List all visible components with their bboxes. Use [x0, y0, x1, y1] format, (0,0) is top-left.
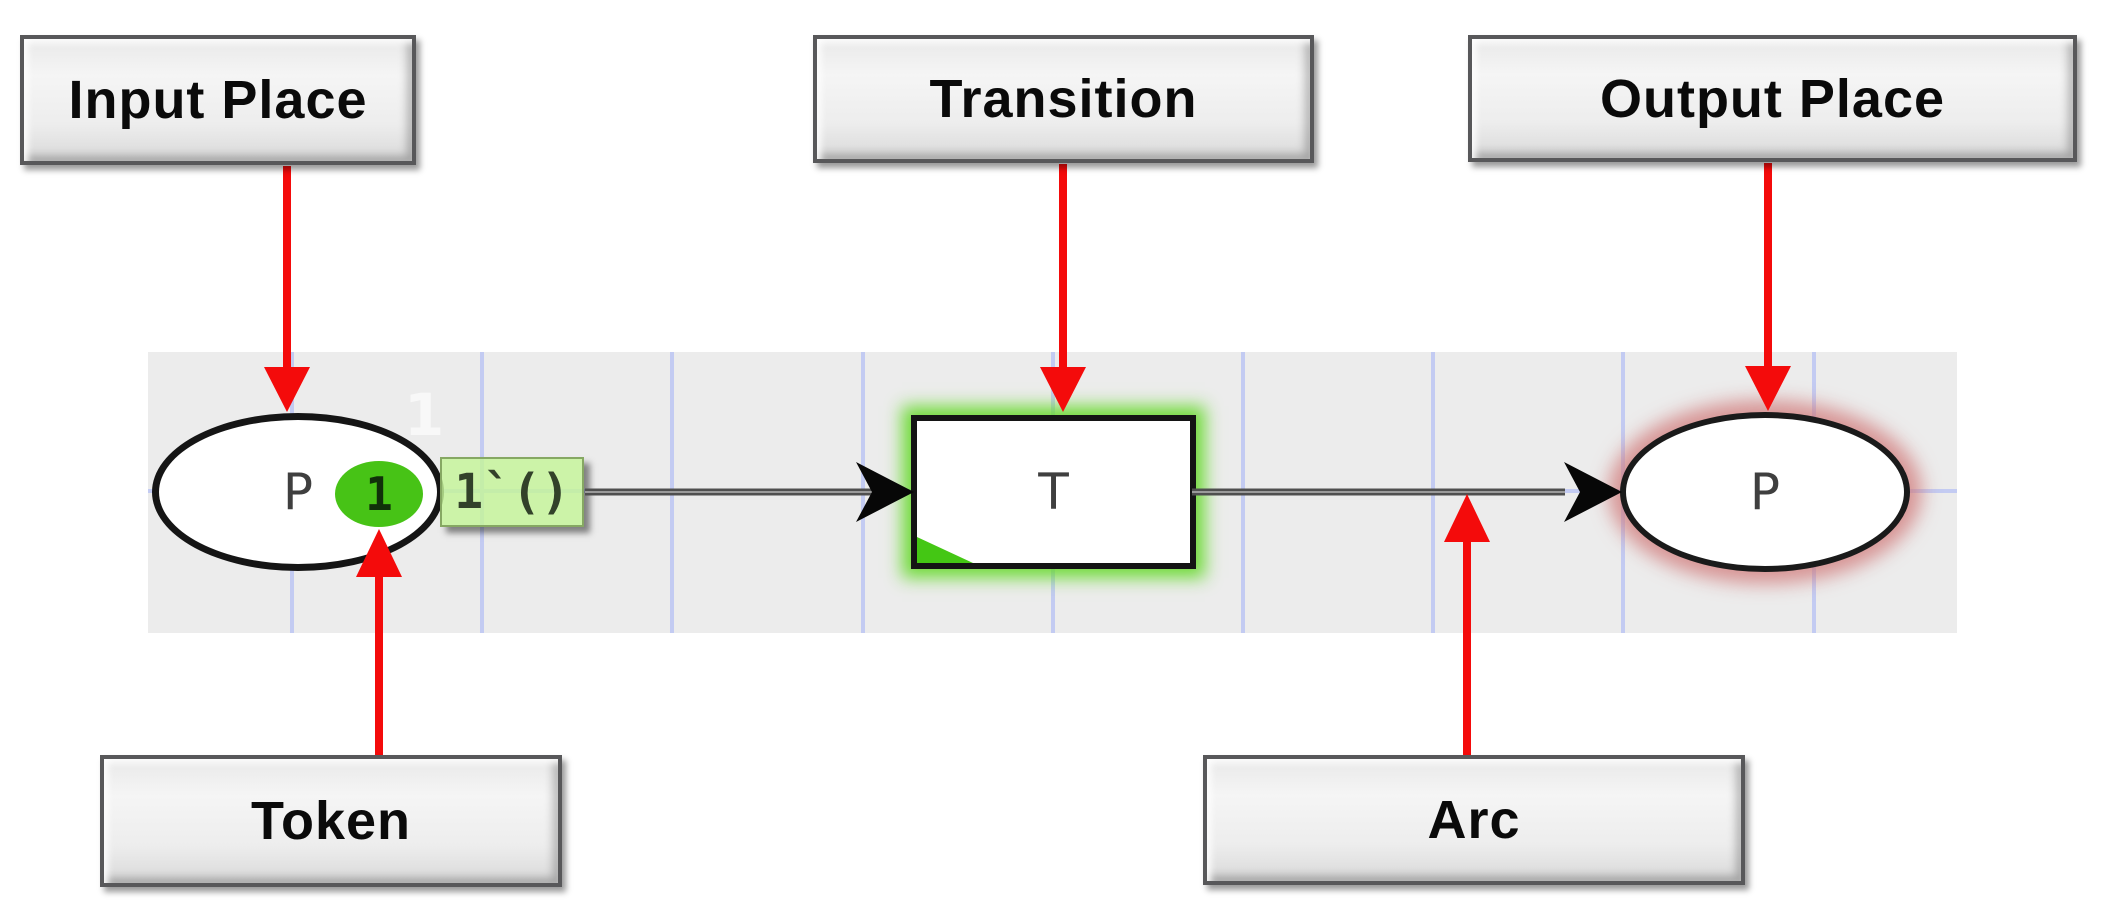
token-count-label: 1 [365, 467, 393, 521]
token-circle[interactable]: 1 [335, 461, 423, 527]
arrowhead-into-transition-icon [856, 462, 914, 522]
output-place-label: P [1749, 463, 1781, 521]
arrowhead-into-output-place-icon [1564, 462, 1622, 522]
input-place-label: P [282, 463, 314, 521]
callout-transition: Transition [813, 35, 1314, 163]
red-arrow-arc-icon [1444, 494, 1490, 755]
transition-rect[interactable]: T [911, 415, 1196, 569]
callout-transition-label: Transition [929, 69, 1198, 129]
callout-input-place-label: Input Place [68, 70, 368, 130]
red-arrow-input-place-icon [264, 166, 310, 412]
marking-count-text: 1 [404, 381, 445, 449]
callout-input-place: Input Place [20, 35, 416, 165]
callout-output-place-label: Output Place [1599, 68, 1946, 129]
red-arrow-output-place-icon [1745, 163, 1791, 411]
output-place-ellipse[interactable]: P [1620, 412, 1910, 572]
enabled-wedge-icon [917, 537, 973, 563]
red-arrow-transition-icon [1040, 164, 1086, 412]
callout-arc-label: Arc [1427, 790, 1521, 850]
callout-output-place: Output Place [1468, 35, 2077, 162]
arc-inscription-text: 1`() [454, 464, 570, 520]
callout-token-label: Token [250, 791, 411, 851]
transition-label: T [1038, 463, 1069, 521]
callout-arc: Arc [1203, 755, 1745, 885]
arc-inscription-tag[interactable]: 1`() [440, 457, 584, 527]
callout-token: Token [100, 755, 562, 887]
red-arrow-token-icon [356, 529, 402, 755]
